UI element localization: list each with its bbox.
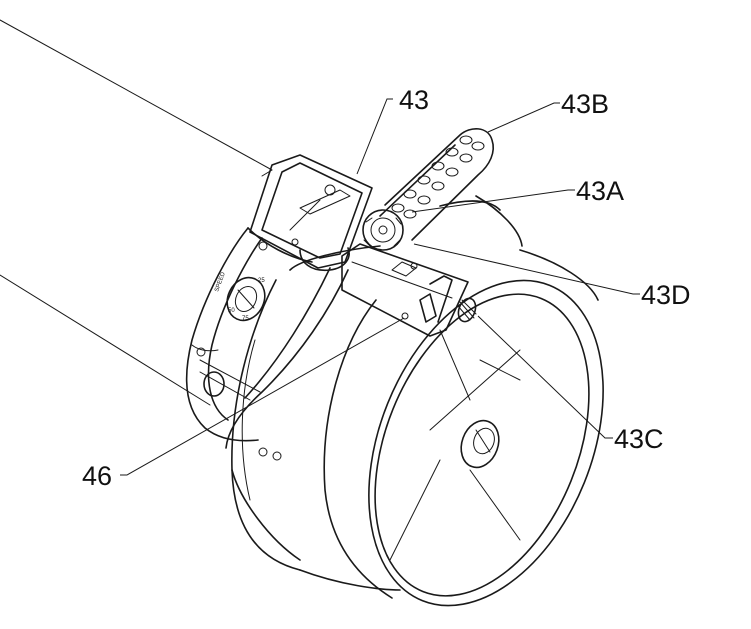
label-43c: 43C xyxy=(614,424,664,454)
label-43b: 43B xyxy=(561,89,609,119)
label-46: 46 xyxy=(82,461,112,491)
tube-body xyxy=(0,19,273,406)
label-43: 43 xyxy=(399,85,429,115)
leader-43a xyxy=(411,189,575,213)
locking-rail xyxy=(341,243,477,337)
svg-text:50: 50 xyxy=(228,308,235,314)
svg-text:25: 25 xyxy=(258,278,265,284)
leader-43b xyxy=(487,102,560,133)
leader-43d xyxy=(413,243,640,295)
collar-housing: SPEED 25 50 75 xyxy=(185,227,350,461)
grip-texture xyxy=(391,135,485,219)
leader-lines xyxy=(120,98,640,476)
clamp-bracket xyxy=(249,154,373,269)
leader-46 xyxy=(120,317,405,476)
grip-handle xyxy=(362,128,494,251)
label-43a: 43A xyxy=(576,176,624,206)
svg-text:SPEED: SPEED xyxy=(214,271,227,293)
svg-text:75: 75 xyxy=(242,316,249,322)
drum xyxy=(231,195,604,607)
leader-43 xyxy=(356,98,393,175)
leader-43c xyxy=(477,315,613,439)
label-43d: 43D xyxy=(641,280,691,310)
